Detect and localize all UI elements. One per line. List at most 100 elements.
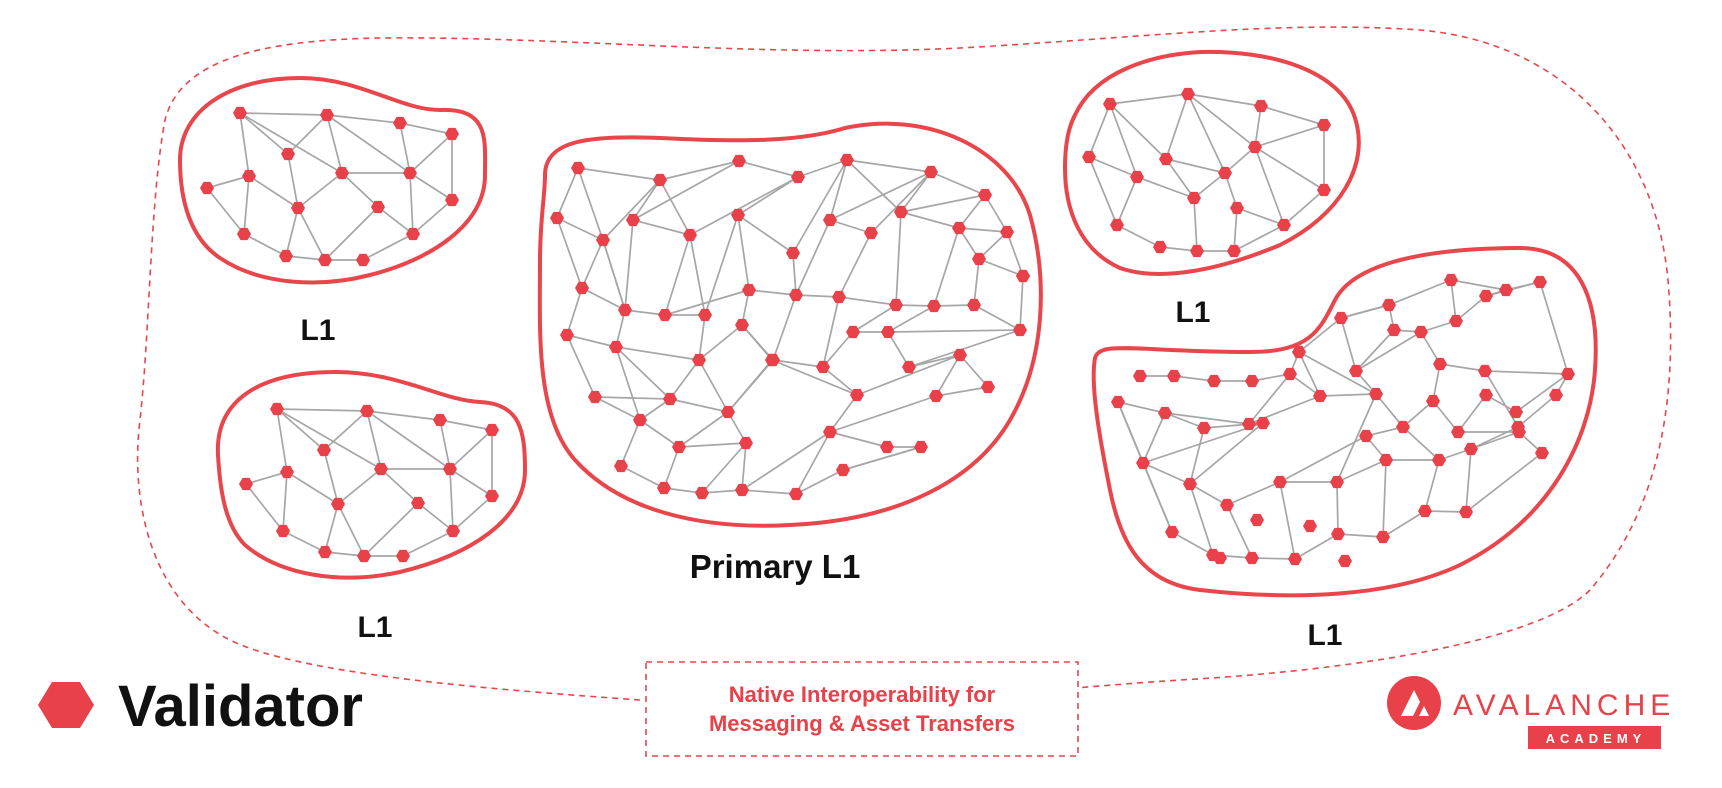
l1-bottom-left-edge [276, 408, 368, 412]
l1-top-left-edge [248, 175, 299, 209]
l1-bottom-right-edge [1382, 510, 1426, 538]
primary-l1-edge [935, 354, 961, 397]
l1-bottom-right-edge [1424, 459, 1440, 512]
l1-bottom-left-validator-node [433, 413, 447, 427]
primary-l1-edge [772, 359, 824, 368]
l1-top-right-edge [1116, 176, 1138, 226]
primary-l1-edge [737, 214, 750, 291]
primary-l1-edge [829, 159, 848, 221]
avalanche-triangle-icon [1387, 676, 1441, 730]
l1-bottom-left-edge [245, 483, 284, 532]
l1-top-left-validator-node [445, 193, 459, 207]
l1-bottom-right-validator-node [1444, 273, 1458, 287]
l1-bottom-right-edge [1189, 483, 1214, 556]
l1-bottom-right-validator-node [1509, 405, 1523, 419]
l1-top-right-edge [1165, 93, 1189, 160]
primary-l1-edge [624, 309, 666, 316]
l1-bottom-right-edge [1455, 295, 1487, 322]
l1-bottom-right-edge [1248, 373, 1291, 425]
l1-top-right-validator-node [1317, 118, 1331, 132]
l1-bottom-right-edge [1142, 422, 1264, 464]
l1-bottom-left-edge [282, 471, 288, 532]
primary-l1-edge [973, 258, 980, 306]
l1-bottom-right-edge [1319, 393, 1377, 397]
primary-l1-validator-node [550, 211, 564, 225]
primary-l1-validator-node [836, 463, 850, 477]
l1-bottom-left-validator-node [331, 497, 345, 511]
primary-l1-label: Primary L1 [690, 548, 861, 585]
l1-bottom-left-edge [449, 468, 493, 497]
primary-l1-validator-node [914, 440, 928, 454]
l1-bottom-right-edge [1340, 304, 1390, 319]
primary-l1-edge [698, 314, 706, 361]
primary-l1-edge [741, 489, 797, 495]
l1-bottom-right-edge [1457, 394, 1487, 433]
l1-bottom-left-validator-node [443, 462, 457, 476]
l1-bottom-right-edge [1142, 412, 1166, 464]
l1-bottom-right-validator-node [1245, 374, 1259, 388]
l1-bottom-right-edge [1337, 533, 1384, 538]
l1-bottom-left-edge [276, 408, 325, 451]
l1-bottom-left-edge [449, 468, 454, 532]
l1-bottom-right-validator-node [1158, 406, 1172, 420]
l1-bottom-right-validator-node [1288, 552, 1302, 566]
l1-top-left-edge [297, 172, 343, 209]
primary-l1-edge [829, 171, 932, 221]
primary-l1-edge [577, 167, 604, 241]
l1-bottom-right-validator-node [1499, 283, 1513, 297]
l1-top-right-edge [1136, 176, 1195, 199]
l1-top-right-edge [1109, 103, 1138, 178]
l1-bottom-right-validator-node [1136, 456, 1150, 470]
primary-l1-edge [664, 289, 750, 316]
l1-bottom-left-edge [324, 503, 339, 553]
l1-bottom-right-edge [1164, 412, 1205, 429]
l1-bottom-right-validator-node [1303, 519, 1317, 533]
l1-top-left-validator-node [335, 166, 349, 180]
interop-box [645, 661, 1079, 757]
l1-bottom-right-validator-node [1183, 477, 1197, 491]
l1-bottom-right-edge [1298, 317, 1342, 353]
primary-l1-validator-node [881, 325, 895, 339]
primary-l1-validator-node [765, 353, 779, 367]
l1-bottom-right-edge [1470, 431, 1520, 450]
l1-top-left-edge [297, 207, 326, 261]
primary-l1-validator-node [840, 153, 854, 167]
l1-top-right-edge [1187, 93, 1262, 107]
l1-top-right-edge [1236, 207, 1285, 226]
l1-top-right-edge [1254, 146, 1285, 226]
l1-top-left-edge [239, 112, 328, 116]
primary-l1-edge [1006, 231, 1024, 277]
primary-l1-edge [678, 411, 729, 448]
primary-l1-validator-node [789, 487, 803, 501]
l1-bottom-left-validator-node [446, 524, 460, 538]
primary-l1-edge [795, 469, 844, 495]
l1-top-right-validator-node [1254, 99, 1268, 113]
primary-l1-edge [795, 294, 840, 298]
l1-top-left-validator-node [393, 116, 407, 130]
primary-l1-edge [984, 194, 1008, 233]
l1-bottom-left-edge [402, 530, 454, 557]
primary-l1-edge [632, 219, 691, 236]
l1-bottom-right-validator-node [1283, 367, 1297, 381]
l1-bottom-right-validator-node [1561, 367, 1575, 381]
l1-bottom-right-validator-node [1338, 554, 1352, 568]
primary-l1-edge [556, 167, 579, 219]
l1-top-right-edge [1109, 93, 1189, 105]
primary-l1-edge [887, 305, 935, 333]
l1-bottom-left-edge [366, 410, 451, 470]
l1-top-left-edge [287, 114, 328, 155]
l1-top-right-label: L1 [1175, 296, 1210, 329]
l1-bottom-right-edge [1336, 481, 1339, 535]
l1-bottom-right-edge [1432, 400, 1459, 433]
l1-bottom-right-edge [1173, 375, 1215, 382]
primary-l1-edge [908, 354, 961, 368]
l1-top-left-validator-node [320, 108, 334, 122]
l1-bottom-right-validator-node [1379, 453, 1393, 467]
primary-l1-edge [978, 231, 1008, 260]
primary-l1-edge [771, 359, 858, 396]
primary-l1-edge [581, 287, 626, 311]
l1-bottom-left-edge [337, 468, 382, 505]
l1-bottom-left-edge [366, 410, 382, 470]
primary-l1-validator-node [571, 161, 585, 175]
